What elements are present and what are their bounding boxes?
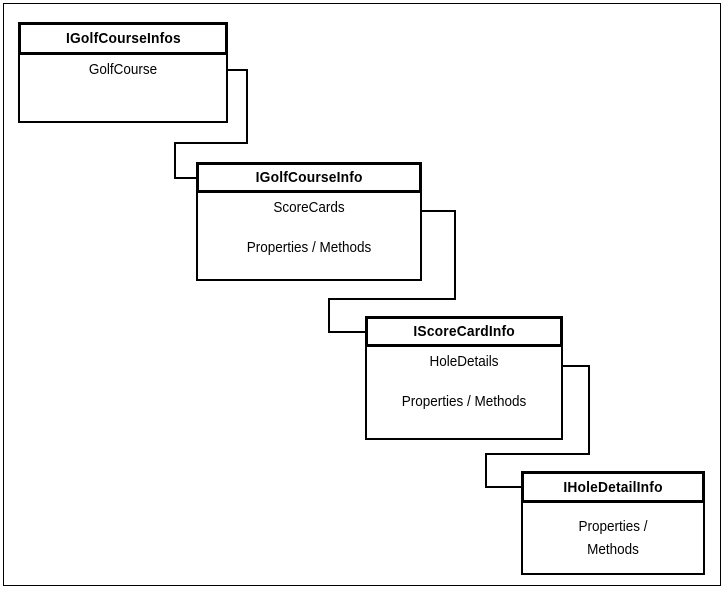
- uml-box-igolfcourseinfo[interactable]: IGolfCourseInfo ScoreCards Properties / …: [196, 162, 422, 281]
- uml-title-iholedetailinfo: IHoleDetailInfo: [563, 478, 663, 496]
- uml-body-iscorecardinfo: HoleDetails Properties / Methods: [365, 347, 563, 440]
- uml-box-iscorecardinfo[interactable]: IScoreCardInfo HoleDetails Properties / …: [365, 316, 563, 440]
- uml-box-igolfcourseinfos[interactable]: IGolfCourseInfos GolfCourse: [18, 22, 228, 123]
- connector-holedetails-to-iholedetailinfo: [485, 365, 590, 488]
- uml-attribute-holedetails: HoleDetails: [429, 353, 499, 370]
- uml-header-iholedetailinfo: IHoleDetailInfo: [521, 471, 705, 503]
- uml-body-igolfcourseinfos: GolfCourse: [18, 55, 228, 123]
- uml-box-iholedetailinfo[interactable]: IHoleDetailInfo Properties / Methods: [521, 471, 705, 575]
- uml-attribute-golfcourse: GolfCourse: [88, 61, 158, 78]
- connector-scorecards-to-iscorecardinfo: [328, 210, 456, 333]
- uml-body-igolfcourseinfo: ScoreCards Properties / Methods: [196, 193, 422, 281]
- uml-members-line1: Properties /: [578, 518, 648, 535]
- uml-members-igolfcourseinfo: Properties / Methods: [246, 239, 372, 256]
- uml-attribute-scorecards: ScoreCards: [273, 199, 345, 216]
- uml-header-igolfcourseinfos: IGolfCourseInfos: [18, 22, 228, 55]
- uml-members-line2: Methods: [587, 541, 639, 558]
- uml-title-igolfcourseinfo: IGolfCourseInfo: [255, 169, 363, 186]
- uml-title-iscorecardinfo: IScoreCardInfo: [413, 323, 515, 340]
- uml-title-igolfcourseinfos: IGolfCourseInfos: [65, 30, 181, 47]
- uml-header-iscorecardinfo: IScoreCardInfo: [365, 316, 563, 347]
- uml-members-iscorecardinfo: Properties / Methods: [401, 393, 527, 410]
- uml-header-igolfcourseinfo: IGolfCourseInfo: [196, 162, 422, 193]
- connector-golfcourse-to-igolfcourseinfo: [174, 69, 248, 179]
- uml-members-iholedetailinfo: Properties / Methods: [532, 515, 694, 561]
- uml-body-iholedetailinfo: Properties / Methods: [521, 503, 705, 575]
